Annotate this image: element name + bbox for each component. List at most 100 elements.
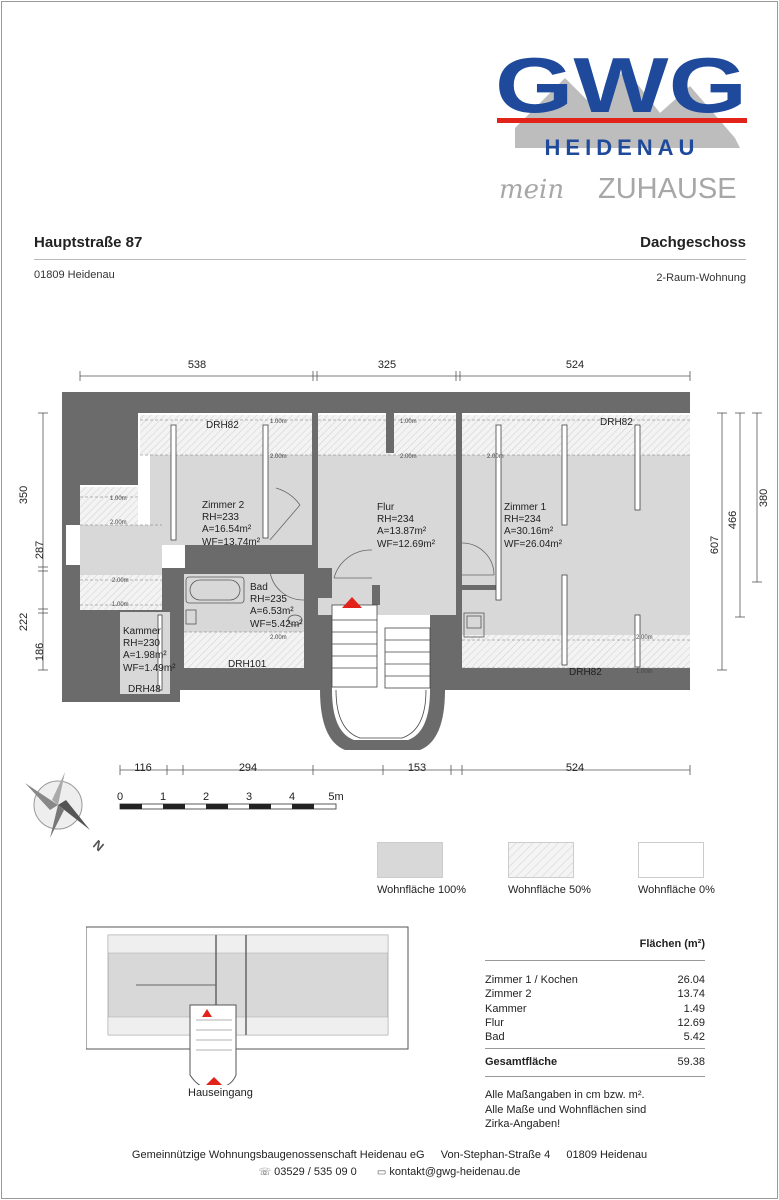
- dim-left-1: 350: [18, 486, 30, 504]
- drh-label: DRH82: [569, 667, 602, 678]
- zimmer2-name: Zimmer 2: [202, 500, 245, 511]
- dim-left-4: 186: [34, 643, 46, 661]
- row-name: Flur: [485, 1016, 504, 1029]
- apartment-marker-icon: [202, 1009, 212, 1017]
- dim-right-1: 607: [709, 536, 721, 554]
- logo-slogan-prefix: mein: [499, 175, 564, 205]
- footer-street: Von-Stephan-Straße 4: [440, 1149, 551, 1161]
- height-label: 1.00m: [636, 669, 653, 675]
- logo-mountain-shape: [515, 68, 740, 148]
- scale-tick: 5m: [328, 791, 343, 803]
- north-label: N: [90, 837, 107, 855]
- apartment-type: 2-Raum-Wohnung: [656, 272, 746, 284]
- scale-tick: 2: [203, 791, 209, 803]
- dim-bottom-2: 294: [239, 762, 257, 774]
- footer-company: Gemeinnützige Wohnungsbaugenossenschaft …: [131, 1149, 425, 1161]
- dim-right-2: 466: [727, 511, 739, 529]
- kitchen-sink-icon: [463, 612, 485, 638]
- note-line: Alle Maßangaben in cm bzw. m².: [485, 1089, 645, 1101]
- dimension-bottom: [119, 765, 691, 775]
- building-overview-map: [86, 926, 409, 1085]
- zimmer1-rh: RH=234: [504, 514, 541, 525]
- toilet-icon: [287, 614, 303, 626]
- computer-icon: ▭: [376, 1167, 387, 1178]
- kammer-name: Kammer: [123, 626, 161, 637]
- compass-icon: [25, 772, 90, 838]
- city: 01809 Heidenau: [34, 269, 115, 281]
- note-line: Zirka-Angaben!: [485, 1118, 561, 1130]
- interior-walls: [162, 413, 498, 702]
- drh-label: DRH82: [600, 417, 633, 428]
- height-label: 1.00m: [112, 602, 129, 608]
- logo-slogan: ZUHAUSE: [598, 173, 737, 205]
- legend-swatch-0: [638, 842, 704, 878]
- bad-wf: WF=5.42m²: [250, 619, 303, 630]
- height-label: 1.00m: [270, 419, 287, 425]
- phone-icon: ☏: [258, 1167, 272, 1178]
- address: Hauptstraße 87: [34, 234, 143, 251]
- sink-icon: [185, 609, 197, 625]
- kammer-rh: RH=230: [123, 638, 160, 649]
- row-value: 13.74: [677, 988, 705, 1001]
- row-value: 26.04: [677, 974, 705, 986]
- kammer-wf: WF=1.49m²: [123, 663, 176, 674]
- flur-a: A=13.87m²: [377, 526, 427, 537]
- legend-label-0: Wohnfläche 0%: [638, 884, 715, 896]
- footer-contact-line: ☏ 03529 / 535 09 0 ▭ kontakt@gwg-heidena…: [0, 1166, 779, 1178]
- entrance-label: Hauseingang: [188, 1087, 253, 1099]
- zimmer2-wf: WF=13.74m²: [202, 537, 261, 548]
- height-label: 2.00m: [636, 635, 653, 641]
- footer-phone: 03529 / 535 09 0: [274, 1166, 357, 1178]
- dim-top-1: 538: [188, 359, 206, 371]
- logo-letters: GWG: [495, 41, 747, 129]
- dim-right-3: 380: [758, 489, 770, 507]
- dim-left-3: 222: [18, 613, 30, 631]
- bad-a: A=6.53m²: [250, 606, 294, 617]
- scale-tick: 1: [160, 791, 166, 803]
- entrance-arrow-icon: [342, 597, 362, 608]
- dim-left-2: 287: [34, 541, 46, 559]
- legend-label-50: Wohnfläche 50%: [508, 884, 591, 896]
- logo-red-bar: [497, 118, 747, 123]
- row-value: 1.49: [683, 1002, 705, 1015]
- areas-title: Flächen (m²): [639, 938, 705, 950]
- row-value: 5.42: [683, 1031, 705, 1044]
- note-line: Alle Maße und Wohnflächen sind: [485, 1103, 647, 1116]
- height-label: 2.00m: [487, 454, 504, 460]
- total-row: Gesamtfläche 59.38: [485, 1055, 705, 1069]
- areas-top-rule: [485, 960, 705, 961]
- flur-wf: WF=12.69m²: [377, 539, 436, 550]
- footer-company-line: Gemeinnützige Wohnungsbaugenossenschaft …: [0, 1149, 779, 1161]
- flur-rh: RH=234: [377, 514, 414, 525]
- bad-rh: RH=235: [250, 594, 287, 605]
- scale-bar: [119, 803, 337, 810]
- zimmer2-a: A=16.54m²: [202, 524, 252, 535]
- height-label: 2.00m: [400, 454, 417, 460]
- dim-top-2: 325: [378, 359, 396, 371]
- kammer-a: A=1.98m²: [123, 650, 167, 661]
- total-value: 59.38: [677, 1056, 705, 1069]
- footer-email-link[interactable]: kontakt@gwg-heidenau.de: [389, 1166, 521, 1178]
- total-label: Gesamtfläche: [485, 1056, 558, 1069]
- scale-tick: 3: [246, 791, 252, 803]
- zimmer1-a: A=30.16m²: [504, 526, 554, 537]
- logo-city: HEIDENAU: [545, 135, 700, 160]
- footer-city: 01809 Heidenau: [566, 1149, 648, 1161]
- height-label: 2.00m: [112, 578, 129, 584]
- drh-label: DRH82: [206, 420, 239, 431]
- height-label: 2.00m: [270, 454, 287, 460]
- dim-bottom-1: 116: [134, 762, 152, 774]
- areas-bottom-rule: [485, 1075, 705, 1077]
- row-name: Kammer: [485, 1002, 527, 1015]
- roof-beams: [157, 424, 641, 691]
- table-row: Kammer 1.49: [485, 1002, 705, 1016]
- dimension-right: [717, 412, 762, 671]
- dim-bottom-3: 153: [408, 762, 426, 774]
- zimmer1-name: Zimmer 1: [504, 502, 547, 513]
